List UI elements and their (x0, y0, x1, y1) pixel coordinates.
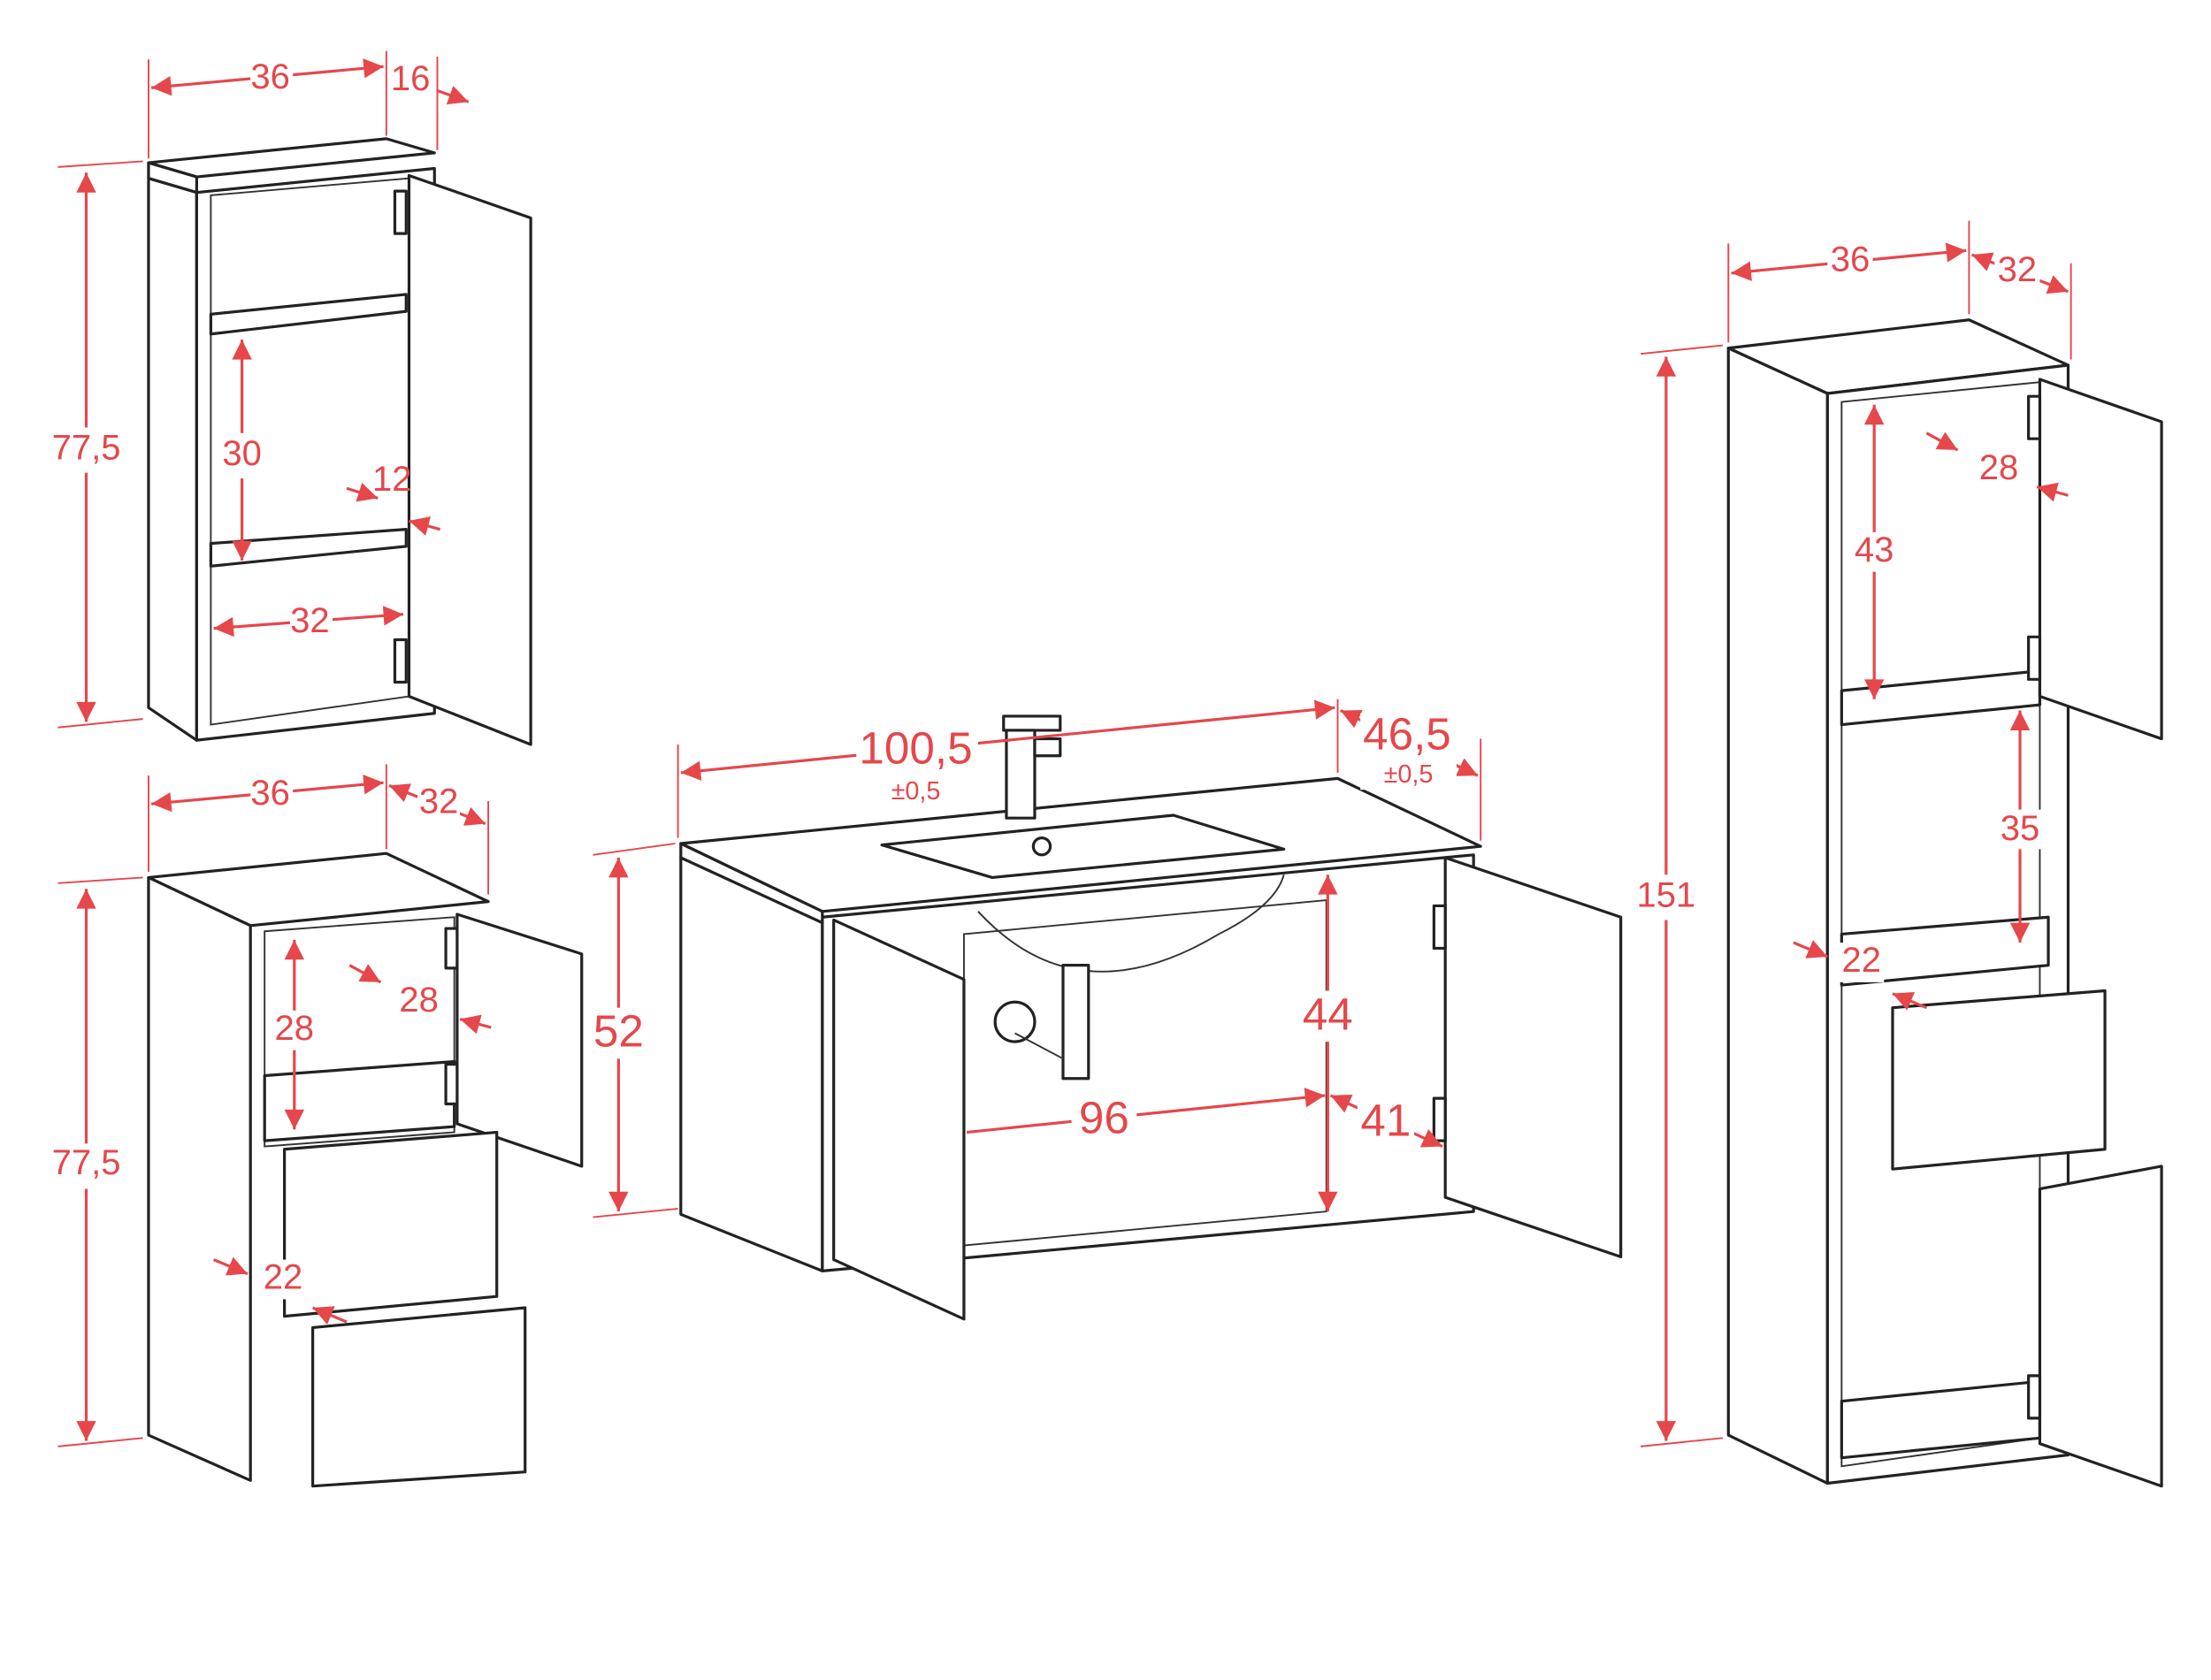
wall-cabinet-width-label: 36 (250, 57, 290, 96)
vanity-depth-label: 46,5 (1363, 708, 1451, 759)
vanity-depth-tolerance-label: ±0,5 (1384, 760, 1434, 789)
base-cabinet-compartment-height-label: 28 (275, 1009, 315, 1048)
wall-cabinet-shelf-spacing-label: 30 (222, 434, 262, 473)
tall-cabinet-inner-depth-label: 28 (1979, 448, 2019, 487)
base-cabinet-inner-depth-label: 28 (399, 981, 438, 1019)
hinge-icon (393, 638, 408, 684)
tall-cabinet-height-label: 151 (1636, 875, 1695, 914)
vanity-inner-depth-label: 41 (1360, 1095, 1411, 1145)
tall-cabinet-upper-compartment-label: 43 (1855, 531, 1894, 569)
overflow-hole-icon (1031, 836, 1052, 857)
basin-bowl (977, 874, 1285, 973)
tall-cabinet-drawer-depth-label: 22 (1842, 941, 1882, 980)
base-cabinet-drawer-depth-label: 22 (264, 1258, 303, 1297)
wall-cabinet-inner-width-label: 32 (290, 601, 330, 640)
tall-cabinet-middle-compartment-label: 35 (2001, 809, 2040, 848)
faucet-icon (1002, 714, 1062, 820)
wall-cabinet-height-label: 77,5 (52, 429, 121, 468)
hinge-icon (2027, 394, 2042, 440)
vanity-width-label: 100,5 (859, 722, 972, 773)
base-cabinet-depth-label: 32 (419, 783, 459, 821)
vanity-unit: 100,5 ±0,5 46,5 ±0,5 52 44 96 41 (590, 699, 1623, 1321)
base-cabinet-width-label: 36 (250, 774, 290, 813)
siphon-pipe (1061, 964, 1090, 1081)
wall-cabinet-door-inset-label: 12 (372, 460, 412, 499)
hinge-icon (2027, 635, 2042, 681)
hinge-icon (444, 927, 459, 970)
wall-cabinet-depth-label: 16 (391, 59, 430, 98)
tall-cabinet-depth-label: 32 (1998, 250, 2038, 289)
tall-cabinet-width-label: 36 (1831, 241, 1871, 279)
tall-cabinet: 36 32 151 28 43 35 22 (1634, 220, 2163, 1488)
vanity-inner-width-label: 96 (1079, 1092, 1129, 1142)
base-cabinet: 36 32 77,5 28 28 22 (49, 764, 584, 1488)
hinge-icon (393, 189, 408, 235)
vanity-width-tolerance-label: ±0,5 (891, 777, 941, 806)
hinge-icon (444, 1063, 459, 1106)
hinge-icon (1432, 1096, 1447, 1142)
hinge-icon (1432, 904, 1447, 951)
wall-cabinet: 36 16 77,5 30 12 32 (49, 50, 532, 746)
vanity-inner-height-label: 44 (1303, 989, 1353, 1039)
vanity-height-label: 52 (593, 1006, 644, 1057)
base-cabinet-height-label: 77,5 (52, 1143, 121, 1182)
hinge-icon (2027, 1374, 2042, 1420)
